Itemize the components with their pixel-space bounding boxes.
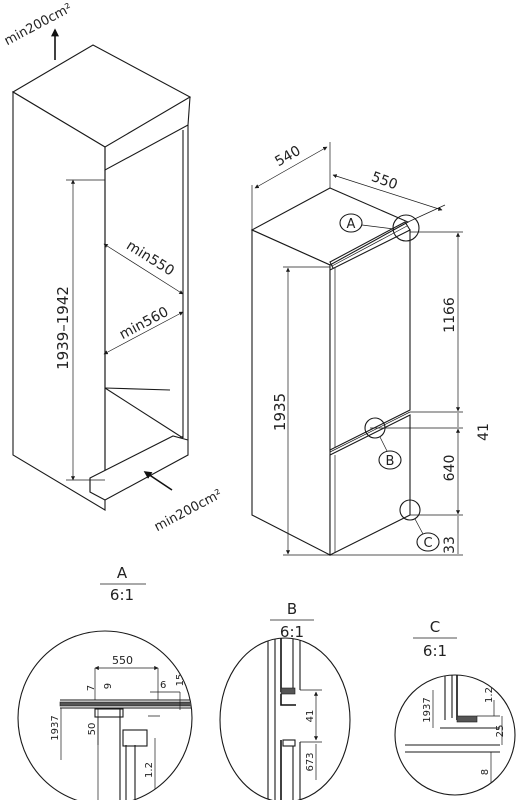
detail-a-dim-7: 7 (86, 685, 97, 691)
cabinet-top-rail (104, 96, 191, 171)
detail-c: C 6:1 1.2 25 1937 8 (394, 618, 516, 796)
cabinet-width-label: min560 (117, 304, 171, 343)
callout-circle-b (364, 417, 386, 439)
cabinet-depth-dimension (103, 243, 184, 295)
bottom-label: 33 (442, 536, 458, 554)
detail-a-dim-1937: 1937 (50, 715, 61, 740)
callout-bubble-b (378, 450, 402, 470)
cabinet-width-dimension (103, 311, 184, 355)
callout-circle-a (392, 214, 420, 242)
fridge-width-dimension (254, 146, 328, 189)
cabinet-drawing: 1939–1942 min550 min560 min200cm² min200… (2, 1, 225, 535)
cabinet-left-side (12, 91, 106, 511)
lower-door-label: 640 (442, 455, 458, 482)
detail-a-dim-12: 1.2 (144, 762, 155, 778)
detail-a-dim-550: 550 (112, 654, 133, 667)
detail-c-circle (394, 674, 516, 796)
detail-a-dim-15: 15 (175, 674, 186, 687)
fridge-drawing: 540 550 1935 1166 41 640 33 A B (250, 142, 492, 556)
detail-c-dim-8: 8 (480, 769, 491, 775)
top-vent-label: min200cm² (2, 1, 75, 49)
detail-c-scale: 6:1 (423, 642, 447, 660)
callout-circle-c (399, 499, 421, 521)
detail-c-dim-1937: 1937 (422, 697, 433, 722)
detail-b-circle (219, 637, 351, 800)
detail-b-dim-41: 41 (305, 710, 316, 723)
detail-a: A 6:1 550 7 9 6 15 (17, 564, 193, 800)
bottom-vent-label: min200cm² (152, 487, 225, 535)
detail-a-dim-50: 50 (87, 723, 98, 736)
fridge-width-label: 540 (272, 143, 303, 170)
detail-b-scale: 6:1 (280, 623, 304, 641)
fridge-height-label: 1935 (271, 393, 289, 431)
fridge-side-face (251, 229, 331, 556)
detail-b: B 6:1 41 673 (219, 600, 351, 800)
gap-label: 41 (476, 423, 492, 441)
detail-a-dim-9: 9 (103, 683, 114, 689)
callout-bubble-a (339, 213, 363, 233)
callout-b-label: B (386, 454, 395, 469)
upper-door-label: 1166 (442, 297, 458, 333)
detail-a-dim-6: 6 (160, 680, 166, 691)
detail-c-letter: C (430, 618, 440, 636)
bottom-vent-arrow-icon (143, 471, 173, 491)
fridge-upper-door (329, 229, 411, 451)
detail-a-letter: A (117, 564, 128, 582)
detail-a-circle (17, 630, 193, 800)
fridge-depth-dimension (332, 174, 443, 211)
callout-c-label: C (423, 536, 432, 551)
fridge-depth-label: 550 (369, 169, 400, 193)
cabinet-height-label: 1939–1942 (54, 286, 72, 370)
detail-b-dim-673: 673 (305, 752, 316, 771)
detail-c-dim-12: 1.2 (484, 687, 495, 703)
detail-a-scale: 6:1 (110, 586, 134, 604)
detail-c-dim-25: 25 (495, 725, 506, 738)
callout-a-label: A (347, 217, 356, 232)
detail-b-letter: B (287, 600, 297, 618)
callout-bubble-c (416, 532, 440, 552)
